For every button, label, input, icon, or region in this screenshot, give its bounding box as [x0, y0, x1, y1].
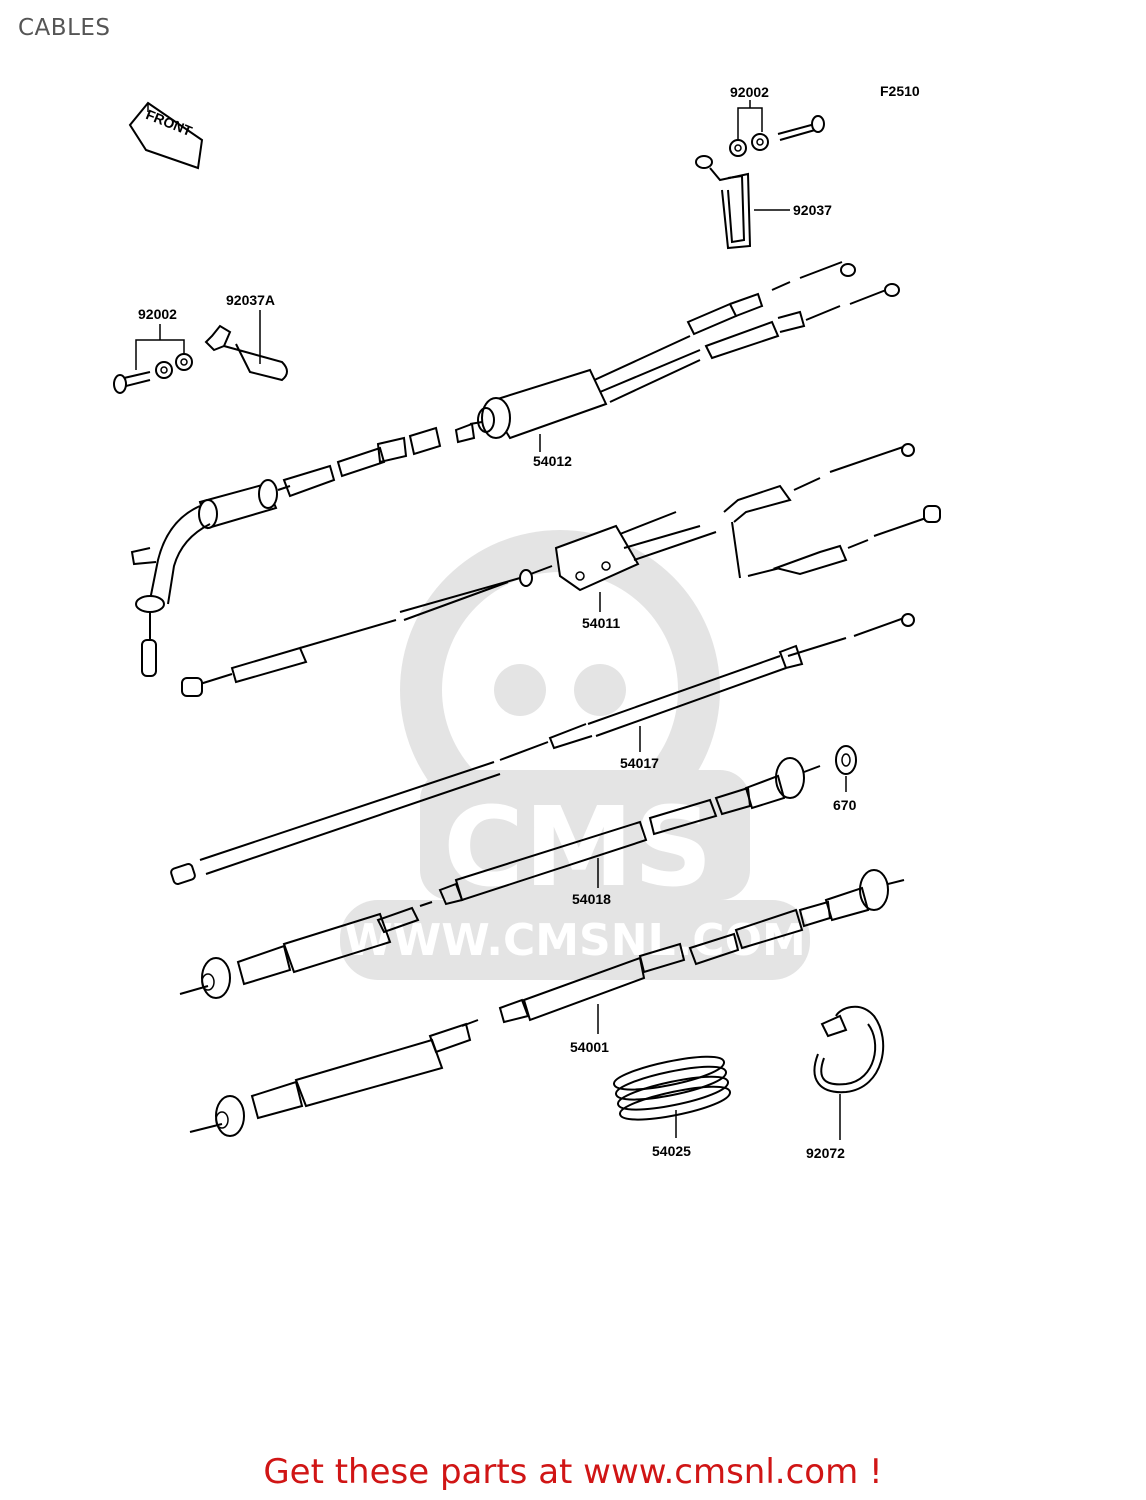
- label-670: 670: [833, 797, 857, 813]
- front-arrow-icon: FRONT: [128, 101, 204, 170]
- part-92002-left: [113, 324, 193, 394]
- part-670-washer: [835, 745, 857, 792]
- part-92072-band: [813, 1005, 885, 1140]
- part-54012-throttle-cable: [130, 261, 900, 677]
- watermark: CMS WWW.CMSNL.COM: [340, 530, 810, 980]
- part-54011-choke-cable: [181, 443, 941, 697]
- label-54011: 54011: [582, 615, 620, 631]
- part-54025-spring: [613, 1055, 731, 1138]
- label-92037A: 92037A: [226, 292, 275, 308]
- label-92037: 92037: [793, 202, 832, 218]
- part-92037: [695, 155, 790, 250]
- label-54012: 54012: [533, 453, 572, 469]
- page-title: CABLES: [18, 15, 111, 41]
- label-54025: 54025: [652, 1143, 691, 1159]
- label-54001: 54001: [570, 1039, 609, 1055]
- watermark-url: WWW.CMSNL.COM: [344, 915, 806, 966]
- part-54018-cable: [179, 757, 821, 999]
- part-54017-cable: [170, 613, 915, 885]
- front-label: FRONT: [144, 106, 195, 139]
- label-54017: 54017: [620, 755, 659, 771]
- part-92037A: [204, 310, 288, 382]
- label-92072: 92072: [806, 1145, 845, 1161]
- watermark-brand: CMS: [443, 783, 712, 911]
- label-92002-left: 92002: [138, 306, 177, 322]
- label-54018: 54018: [572, 891, 611, 907]
- figure-code: F2510: [880, 83, 920, 99]
- part-54001-cable: [189, 869, 905, 1137]
- part-92002-top: [729, 100, 825, 157]
- footer-link[interactable]: Get these parts at www.cmsnl.com !: [263, 1452, 883, 1492]
- label-92002-top: 92002: [730, 84, 769, 100]
